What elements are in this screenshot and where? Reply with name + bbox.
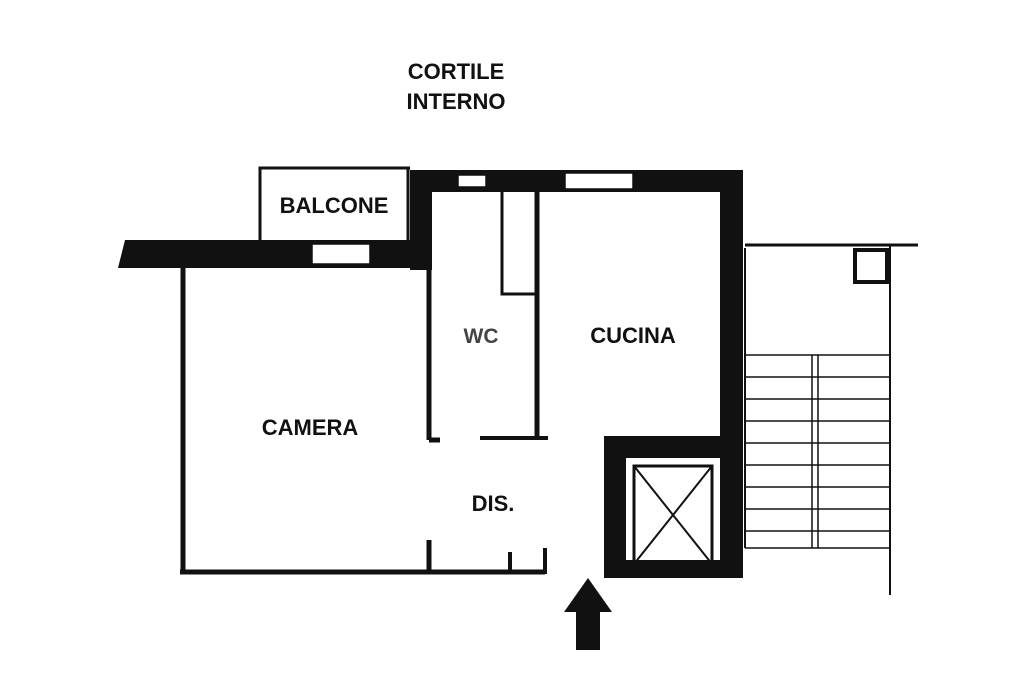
thin-walls xyxy=(180,166,714,575)
courtyard-label-line1: CORTILE xyxy=(408,59,505,84)
bedroom-label: CAMERA xyxy=(262,415,359,440)
hallway-label: DIS. xyxy=(472,491,515,516)
arrow-up-icon xyxy=(564,578,612,650)
staircase xyxy=(744,243,918,595)
courtyard-label-line2: INTERNO xyxy=(407,89,506,114)
walls xyxy=(118,170,743,578)
kitchen-label: CUCINA xyxy=(590,323,676,348)
wc-label: WC xyxy=(464,325,499,348)
balcony-label: BALCONE xyxy=(280,193,389,218)
windows xyxy=(311,172,634,265)
